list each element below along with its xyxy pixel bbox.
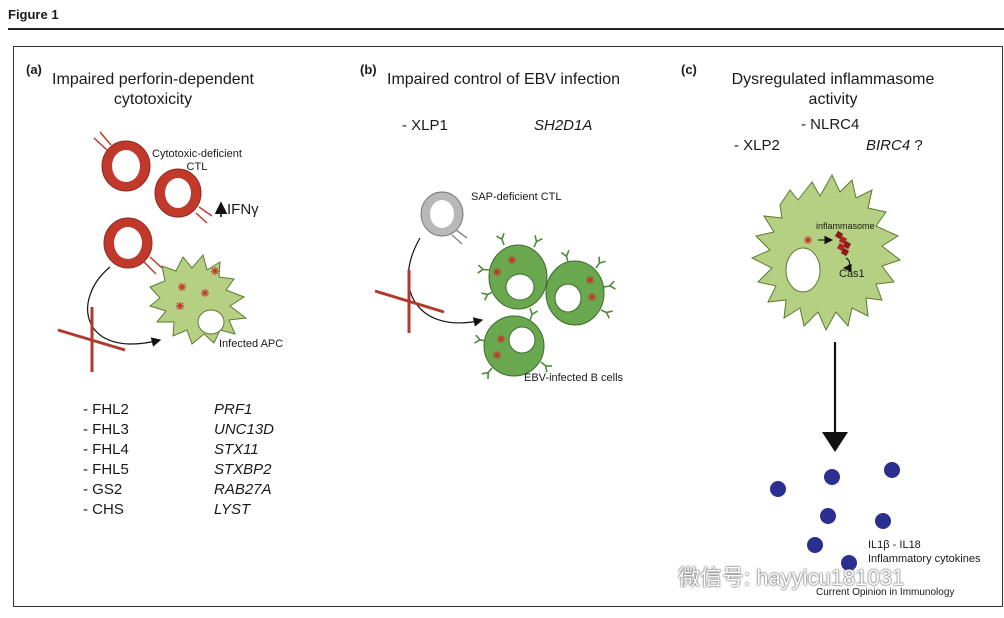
cytokine-dot xyxy=(824,469,840,485)
infected-apc xyxy=(148,253,248,345)
ctl-label-line1: Cytotoxic-deficient xyxy=(152,148,242,160)
panel-c-heading-line1: Dysregulated inflammasome xyxy=(731,71,935,88)
ifn-gamma-label: IFNγ xyxy=(227,201,259,218)
figure-frame xyxy=(13,46,1003,607)
panel-b-heading: Impaired control of EBV infection xyxy=(387,71,621,88)
infected-apc-label: Infected APC xyxy=(219,338,284,350)
figure-title: Figure 1 xyxy=(8,7,59,22)
cytotoxic-ctl-3 xyxy=(103,217,163,275)
gene-lyst: LYST xyxy=(214,501,251,518)
disease-chs: - CHS xyxy=(83,501,124,518)
cytokine-dot xyxy=(807,537,823,553)
title-rule xyxy=(8,28,1004,30)
gene-birc4-question: ? xyxy=(914,137,923,154)
cytokine-label: IL1β - IL18 Inflammatory cytokines xyxy=(868,538,980,566)
panel-a-red-cross xyxy=(57,307,126,372)
panel-a-heading-line1: Impaired perforin-dependent xyxy=(52,71,254,88)
cytokine-dot xyxy=(841,555,857,571)
ctl-label-line2: CTL xyxy=(186,161,208,173)
disease-gs2: - GS2 xyxy=(83,481,123,498)
inflammasome-complex xyxy=(834,230,852,257)
panel-c-heading-line2: activity xyxy=(808,91,858,108)
cytokine-dot xyxy=(770,481,786,497)
ctl-label: Cytotoxic-deficient CTL xyxy=(152,148,242,174)
disease-fhl3: - FHL3 xyxy=(83,421,129,438)
panel-a-artwork xyxy=(57,131,248,372)
gene-stxbp2: STXBP2 xyxy=(214,461,272,478)
cytokine-dot xyxy=(884,462,900,478)
inflammasome-cell xyxy=(750,173,902,332)
cytokine-dot xyxy=(875,513,891,529)
panel-b-red-cross xyxy=(374,270,445,333)
ebv-b-cell-3 xyxy=(473,307,553,380)
ebv-b-cell-2 xyxy=(545,249,617,326)
panel-a-blocked-arrow xyxy=(87,266,162,347)
watermark: 微信号: hayyicu181031 xyxy=(678,565,905,590)
gene-birc4: BIRC4 xyxy=(866,137,911,154)
cytokine-dots xyxy=(770,462,900,571)
ebv-b-cell-1 xyxy=(476,232,548,310)
disease-xlp1: - XLP1 xyxy=(402,117,448,134)
cas1-label: Cas1 xyxy=(839,268,865,280)
disease-fhl4: - FHL4 xyxy=(83,441,129,458)
cytokine-dot xyxy=(820,508,836,524)
gene-rab27a: RAB27A xyxy=(214,481,272,498)
panel-c-artwork xyxy=(750,173,902,571)
panel-b-artwork xyxy=(374,191,617,380)
panel-c-heading: Dysregulated inflammasome activity xyxy=(718,70,948,110)
gene-prf1: PRF1 xyxy=(214,401,253,418)
panel-a-heading-line2: cytotoxicity xyxy=(113,91,193,108)
sap-deficient-ctl xyxy=(420,191,468,245)
gene-birc4-row: BIRC4 ? xyxy=(866,137,923,154)
source-credit: Current Opinion in Immunology xyxy=(816,587,955,598)
cytokine-label-line1: IL1β - IL18 xyxy=(868,539,921,551)
secretion-arrow-head xyxy=(822,432,848,452)
panel-c-label: (c) xyxy=(681,62,697,77)
ebv-bcell-label: EBV-infected B cells xyxy=(524,372,624,384)
gene-stx11: STX11 xyxy=(214,441,259,458)
gene-sh2d1a: SH2D1A xyxy=(534,117,593,134)
inflammasome-label: inflammasome xyxy=(816,221,875,231)
disease-nlrc4: - NLRC4 xyxy=(801,116,860,133)
disease-xlp2: - XLP2 xyxy=(734,137,780,154)
panel-b-label: (b) xyxy=(360,62,377,77)
panel-a-label: (a) xyxy=(26,62,42,77)
disease-fhl2: - FHL2 xyxy=(83,401,129,418)
cytotoxic-ctl-1 xyxy=(93,131,151,192)
panel-b-blocked-arrow xyxy=(407,237,484,327)
gene-unc13d: UNC13D xyxy=(214,421,275,438)
sap-ctl-label: SAP-deficient CTL xyxy=(471,191,562,203)
cytokine-label-line2: Inflammatory cytokines xyxy=(868,553,981,565)
cytotoxic-ctl-2 xyxy=(154,168,213,224)
disease-fhl5: - FHL5 xyxy=(83,461,129,478)
panel-a-heading: Impaired perforin-dependent cytotoxicity xyxy=(43,70,263,110)
